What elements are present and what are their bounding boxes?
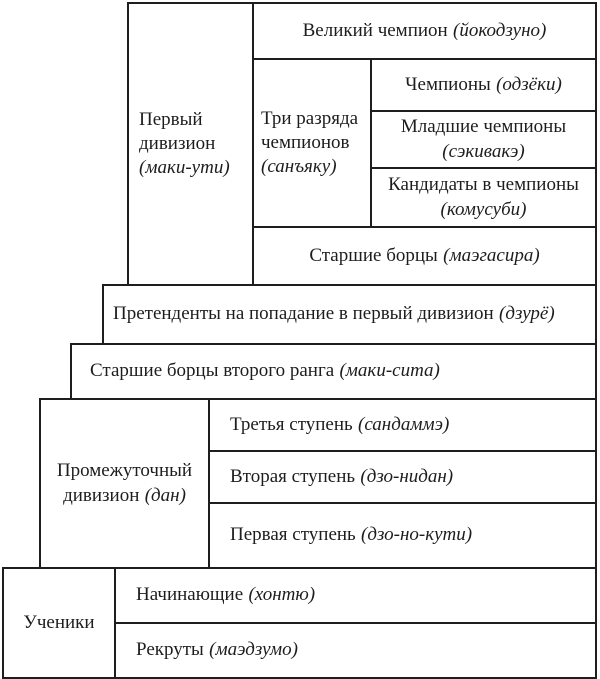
cell-dan: Промежуточный дивизион(дан) xyxy=(39,398,210,569)
cell-makushita: Старшие борцы второго ранга(маки-сита) xyxy=(70,343,597,400)
komusubi-term: (комусуби) xyxy=(440,198,527,220)
maegashira-term: (маэгасира) xyxy=(443,244,540,266)
cell-sanyaku: Три разряда чемпионов (санъяку) xyxy=(252,58,372,228)
yokozuna-term: (йокодзуно) xyxy=(453,19,547,41)
maezumo-term: (маэдзумо) xyxy=(209,639,299,661)
cell-students: Ученики xyxy=(2,567,116,679)
ozeki-term: (одзёки) xyxy=(496,73,562,95)
juryo-term: (дзурё) xyxy=(499,303,555,325)
sekiwake-label: Младшие чемпионы xyxy=(400,116,567,138)
maezumo-label: Рекруты xyxy=(136,639,204,661)
ozeki-label: Чемпионы xyxy=(405,73,491,95)
cell-honchu: Начинающие(хонтю) xyxy=(114,567,597,624)
sanyaku-term: (санъяку) xyxy=(261,156,337,178)
cell-yokozuna: Великий чемпион(йокодзуно) xyxy=(252,2,597,60)
honchu-term: (хонтю) xyxy=(248,584,316,606)
cell-ozeki: Чемпионы(одзёки) xyxy=(370,58,597,112)
komusubi-label: Кандидаты в чемпионы xyxy=(388,174,579,196)
cell-maezumo: Рекруты(маэдзумо) xyxy=(114,622,597,679)
maegashira-label: Старшие борцы xyxy=(309,244,438,266)
sekiwake-term: (сэкивакэ) xyxy=(442,140,525,162)
dan-term: (дан) xyxy=(144,484,186,506)
makushita-term: (маки-сита) xyxy=(339,360,440,382)
jonidan-label: Вторая ступень xyxy=(230,465,356,487)
sandanme-term: (сандаммэ) xyxy=(358,413,450,435)
jonokuchi-term: (дзо-но-кути) xyxy=(361,524,473,546)
dan-label-line1: Промежуточный xyxy=(56,460,193,482)
yokozuna-label: Великий чемпион xyxy=(302,19,448,41)
jonidan-term: (дзо-нидан) xyxy=(360,465,454,487)
cell-jonidan: Вторая ступень(дзо-нидан) xyxy=(208,450,597,504)
honchu-label: Начинающие xyxy=(136,584,244,606)
sandanme-label: Третья ступень xyxy=(230,413,353,435)
makuuchi-term: (маки-ути) xyxy=(139,157,230,179)
cell-jonokuchi: Первая ступень(дзо-но-кути) xyxy=(208,502,597,569)
dan-label-line2: дивизион(дан) xyxy=(63,484,186,506)
cell-juryo: Претенденты на попадание в первый дивизи… xyxy=(102,284,597,345)
makuuchi-label-line1: Первый xyxy=(139,108,203,130)
jonokuchi-label: Первая ступень xyxy=(230,524,356,546)
juryo-label: Претенденты на попадание в первый дивизи… xyxy=(113,303,494,325)
students-label: Ученики xyxy=(23,611,95,633)
sanyaku-label-line2: чемпионов xyxy=(261,131,350,153)
sanyaku-label-line1: Три разряда xyxy=(261,107,359,129)
makushita-label: Старшие борцы второго ранга xyxy=(90,360,335,382)
makuuchi-label-line2: дивизион xyxy=(139,132,216,154)
cell-makuuchi: Первый дивизион (маки-ути) xyxy=(127,2,254,286)
cell-komusubi: Кандидаты в чемпионы (комусуби) xyxy=(370,167,597,228)
cell-sekiwake: Младшие чемпионы (сэкивакэ) xyxy=(370,110,597,169)
cell-maegashira: Старшие борцы(маэгасира) xyxy=(252,226,597,286)
cell-sandanme: Третья ступень(сандаммэ) xyxy=(208,398,597,452)
